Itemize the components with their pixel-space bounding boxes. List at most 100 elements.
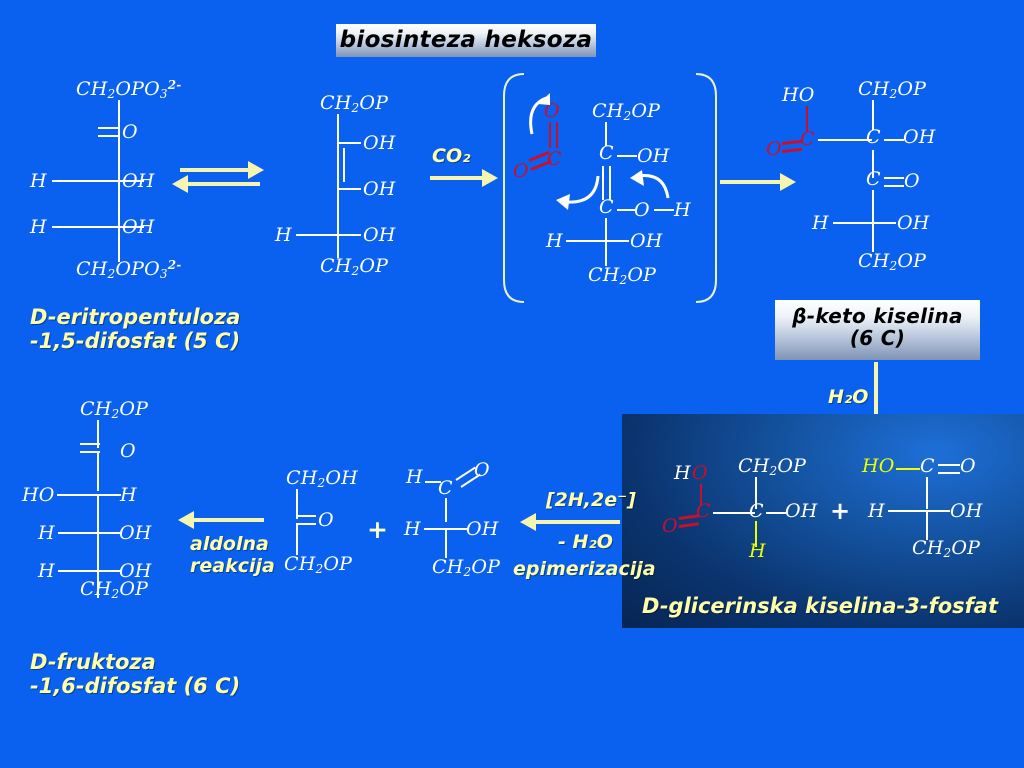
chem-label-top: CH2OP: [738, 455, 807, 478]
bond-c2-h: [755, 521, 757, 547]
chem-label-co2-left-o: O: [513, 160, 529, 182]
bond-c2-right: [445, 528, 467, 530]
chem-label-c4-right: OH: [122, 216, 155, 238]
bond-c2-c3: [445, 528, 447, 558]
chem-label-c2-right: OH: [903, 126, 936, 148]
chem-label-c4-right: OH: [897, 212, 930, 234]
bond-c4-left: [833, 222, 872, 224]
chem-label-top: CH2OPO32-: [76, 78, 182, 101]
chem-label-ald-c: C: [438, 477, 453, 499]
chem-label-c3-right: OH: [363, 178, 396, 200]
bond-c1-c2: [872, 100, 874, 130]
chem-label-bottom: CH2OP: [284, 553, 353, 576]
bond-c1-c2: [926, 477, 928, 509]
bond-c3-oh: [337, 188, 361, 190]
bond-c2-oh: [617, 155, 637, 157]
bond-c2-right: [926, 510, 950, 512]
chem-label-top: CH2OP: [858, 78, 927, 101]
chem-label-top: CH2OP: [592, 100, 661, 123]
bond-c3-o: [617, 209, 635, 211]
bond-c1-c2: [337, 114, 339, 142]
chem-label-c2-left: H: [868, 500, 885, 522]
mechanism-arrow-2: [556, 175, 600, 210]
bond-c3-c4: [118, 180, 120, 226]
bond-c4-left: [296, 234, 337, 236]
chem-label-co2-top-o: O: [544, 100, 560, 122]
bond-c3-c4: [97, 494, 99, 532]
bond-c3-right: [97, 494, 121, 496]
bond-c4-left: [566, 240, 605, 242]
bond-c2-left: [424, 528, 445, 530]
bond-ho-c: [896, 468, 920, 470]
chem-label-c2-right: O: [318, 509, 334, 531]
chem-label-acid-c: C: [920, 455, 935, 477]
chem-label-c3-right: H: [120, 484, 137, 506]
chem-label-top: CH2OP: [320, 92, 389, 115]
bond-c3-left: [57, 494, 97, 496]
arrow-aldol-label: aldolna reakcija: [190, 533, 275, 577]
caption-eritropentuloza: D-eritropentuloza -1,5-difosfat (5 C): [30, 305, 241, 354]
chem-label-c4-left: H: [38, 522, 55, 544]
bond-c2-c3-b: [609, 166, 611, 200]
arrow-h2o-label: H₂O: [828, 386, 869, 408]
bracket-left: [503, 73, 525, 303]
bond-c4-c5: [872, 222, 874, 252]
chem-label-c2: C: [866, 126, 881, 148]
chem-label-c3-left: HO: [22, 484, 55, 506]
bond-c2-c3-b: [343, 148, 345, 182]
bond-c4-right: [872, 222, 896, 224]
bond-c1-c2: [755, 477, 757, 509]
bond-c3-right2: [118, 180, 144, 182]
caption-fruktoza: D-fruktoza -1,6-difosfat (6 C): [30, 650, 241, 699]
chem-label-acid-o: O: [692, 462, 708, 484]
bond-c4-c5: [605, 240, 607, 266]
bond-c4-right: [118, 226, 144, 228]
bond-c4-c5: [118, 226, 120, 262]
chem-label-top: CH2OH: [286, 467, 358, 490]
bond-acid-double-b: [781, 147, 803, 153]
bond-c5-c6: [97, 570, 99, 598]
chem-label-c4-left: H: [546, 230, 563, 252]
bond-c4-c5: [337, 234, 339, 258]
bond-c3-c4: [337, 188, 339, 234]
bond-c2-c3-a: [337, 142, 339, 188]
chem-label-bottom: CH2OP: [588, 264, 657, 287]
chem-label-c2: C: [749, 500, 764, 522]
bond-c-o-b: [938, 472, 960, 474]
bond-c5-left: [58, 570, 97, 572]
bond-c2-oh: [766, 512, 786, 514]
bond-c4-right: [97, 532, 121, 534]
chem-label-acid-o: O: [766, 138, 782, 160]
bond-c2-o-b: [296, 523, 316, 525]
chem-label-c3-h: H: [674, 199, 691, 221]
bond-acidc-c2: [818, 139, 872, 141]
chem-label-c4-right: OH: [119, 522, 152, 544]
bond-c2-o-a: [98, 127, 120, 129]
chem-label-acid-o2: O: [662, 515, 678, 537]
bond-o-h: [654, 209, 674, 211]
chem-label-c5-right: OH: [119, 560, 152, 582]
chem-label-c2: C: [599, 142, 614, 164]
chem-label-acid-c: C: [696, 500, 711, 522]
mechanism-arrow-1: [529, 93, 550, 135]
caption-beta-keto-kiselina: β-keto kiselina (6 C): [775, 300, 980, 360]
bond-co2-double-b: [556, 122, 558, 148]
bond-c4-left: [58, 532, 97, 534]
bond-c2-oh: [884, 139, 904, 141]
bond-c2-c3: [97, 451, 99, 491]
chem-label-c2-right: OH: [950, 500, 983, 522]
bond-c2-c3-a: [602, 166, 604, 200]
bond-c1-c2: [605, 122, 607, 146]
bond-c2-o-a: [80, 443, 100, 445]
bond-c1-c2: [97, 420, 99, 448]
bond-acidc-c2: [713, 512, 755, 514]
chem-label-c3-o: O: [634, 199, 650, 221]
bond-c4-right: [337, 234, 361, 236]
bond-c2-c3: [296, 523, 298, 555]
bond-h-c: [425, 481, 441, 483]
bond-c2-o-b: [80, 451, 100, 453]
bond-c2-c3: [872, 150, 874, 178]
bond-c1-c2: [445, 498, 447, 522]
chem-label-c2-bottom-h: H: [749, 540, 766, 562]
bond-c3-c4: [605, 218, 607, 240]
